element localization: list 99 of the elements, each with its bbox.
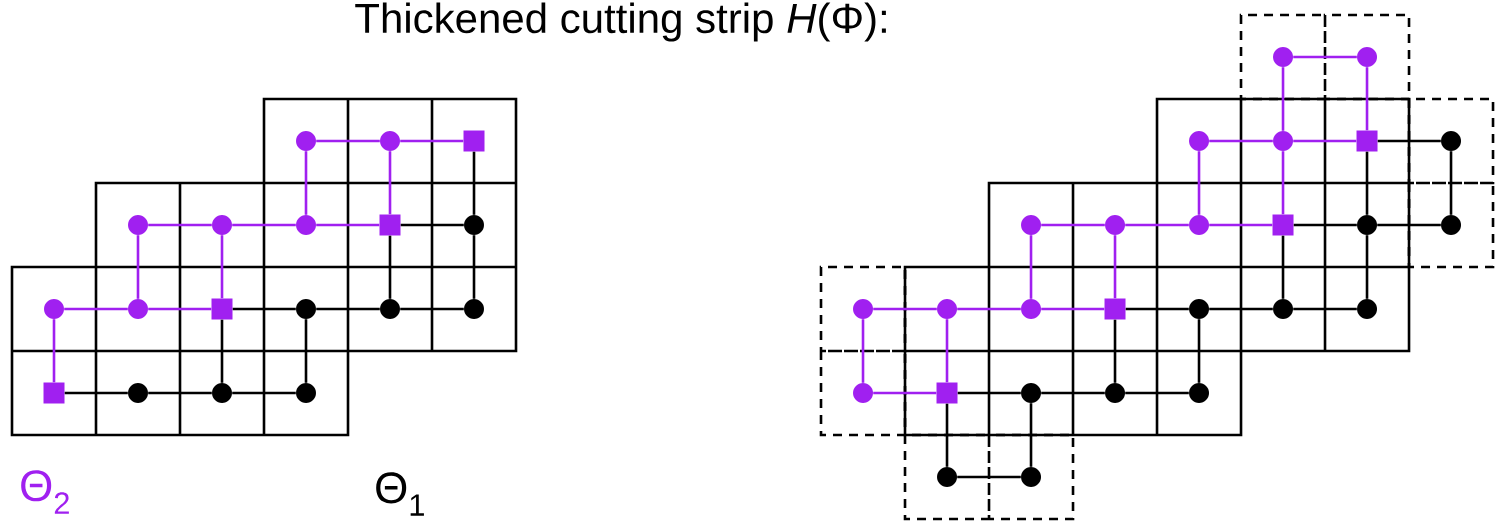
connector-line	[304, 151, 308, 215]
connector-line	[232, 307, 296, 311]
connector-line	[1125, 391, 1189, 395]
connector-line	[1293, 55, 1357, 59]
dot	[1189, 383, 1209, 403]
connector-line	[400, 307, 464, 311]
connector-line	[1293, 307, 1357, 311]
dot	[464, 299, 484, 319]
connector-line	[1209, 223, 1273, 227]
connector-line	[472, 235, 476, 299]
connector-line	[1293, 139, 1357, 143]
connector-line	[1125, 223, 1189, 227]
dot	[1105, 383, 1125, 403]
connector-line	[873, 391, 937, 395]
dot	[853, 383, 873, 403]
connector-line	[957, 307, 1021, 311]
connector-line	[1113, 319, 1117, 383]
connector-line	[1041, 307, 1105, 311]
connector-line	[472, 151, 476, 215]
dot	[296, 131, 316, 151]
dot	[1021, 215, 1041, 235]
connector-line	[873, 307, 937, 311]
connector-line	[1281, 67, 1285, 131]
connector-line	[232, 391, 296, 395]
connector-line	[861, 319, 865, 383]
dot	[128, 299, 148, 319]
dot	[296, 383, 316, 403]
connector-line	[1281, 151, 1285, 215]
dot	[1021, 383, 1041, 403]
connector-line	[136, 235, 140, 299]
dot	[1189, 131, 1209, 151]
connector-line	[232, 223, 296, 227]
dot	[1357, 215, 1377, 235]
connector-line	[1293, 223, 1357, 227]
connector-line	[64, 391, 128, 395]
dot	[1105, 215, 1125, 235]
dot	[296, 215, 316, 235]
dot	[128, 383, 148, 403]
connector-line	[1449, 151, 1453, 215]
strand-label: Θ$_{1}$	[376, 472, 424, 516]
dot	[937, 467, 957, 487]
dot	[464, 215, 484, 235]
connector-line	[400, 223, 464, 227]
dot	[1189, 299, 1209, 319]
connector-line	[1377, 223, 1441, 227]
connector-line	[220, 319, 224, 383]
connector-line	[1365, 151, 1369, 215]
dot	[1357, 299, 1377, 319]
connector-line	[52, 319, 56, 383]
connector-line	[1113, 235, 1117, 299]
connector-line	[220, 235, 224, 299]
dot	[212, 215, 232, 235]
dot	[1273, 47, 1293, 67]
connector-line	[957, 475, 1021, 479]
connector-line	[388, 151, 392, 215]
dot	[1357, 47, 1377, 67]
connector-line	[400, 139, 464, 143]
connector-line	[316, 307, 380, 311]
connector-line	[148, 391, 212, 395]
dot	[1441, 131, 1461, 151]
dot	[380, 299, 400, 319]
connector-line	[1365, 235, 1369, 299]
connector-line	[957, 391, 1021, 395]
connector-line	[1041, 391, 1105, 395]
connector-line	[148, 223, 212, 227]
dot	[1273, 299, 1293, 319]
title: Thickened cutting strip H(Φ):	[355, 2, 886, 42]
connector-line	[1197, 319, 1201, 383]
dot	[1273, 131, 1293, 151]
connector-line	[1209, 307, 1273, 311]
dot	[1441, 215, 1461, 235]
connector-line	[1041, 223, 1105, 227]
connector-line	[1281, 235, 1285, 299]
connector-line	[304, 319, 308, 383]
dot	[937, 299, 957, 319]
connector-line	[148, 307, 212, 311]
connector-line	[1029, 235, 1033, 299]
dot	[853, 299, 873, 319]
connector-line	[1377, 139, 1441, 143]
connector-line	[945, 403, 949, 467]
connector-line	[1365, 67, 1369, 131]
connector-line	[388, 235, 392, 299]
connector-line	[1209, 139, 1273, 143]
dot	[1021, 299, 1041, 319]
dot	[128, 215, 148, 235]
dot	[1189, 215, 1209, 235]
connector-line	[1125, 307, 1189, 311]
dot	[212, 383, 232, 403]
connector-line	[1029, 403, 1033, 467]
dot	[380, 131, 400, 151]
dot	[296, 299, 316, 319]
strand-label: Θ$_{2}$	[21, 470, 69, 514]
dot	[1021, 467, 1041, 487]
connector-line	[316, 139, 380, 143]
dot	[44, 299, 64, 319]
connector-line	[64, 307, 128, 311]
connector-line	[1197, 151, 1201, 215]
connector-line	[316, 223, 380, 227]
connector-line	[945, 319, 949, 383]
